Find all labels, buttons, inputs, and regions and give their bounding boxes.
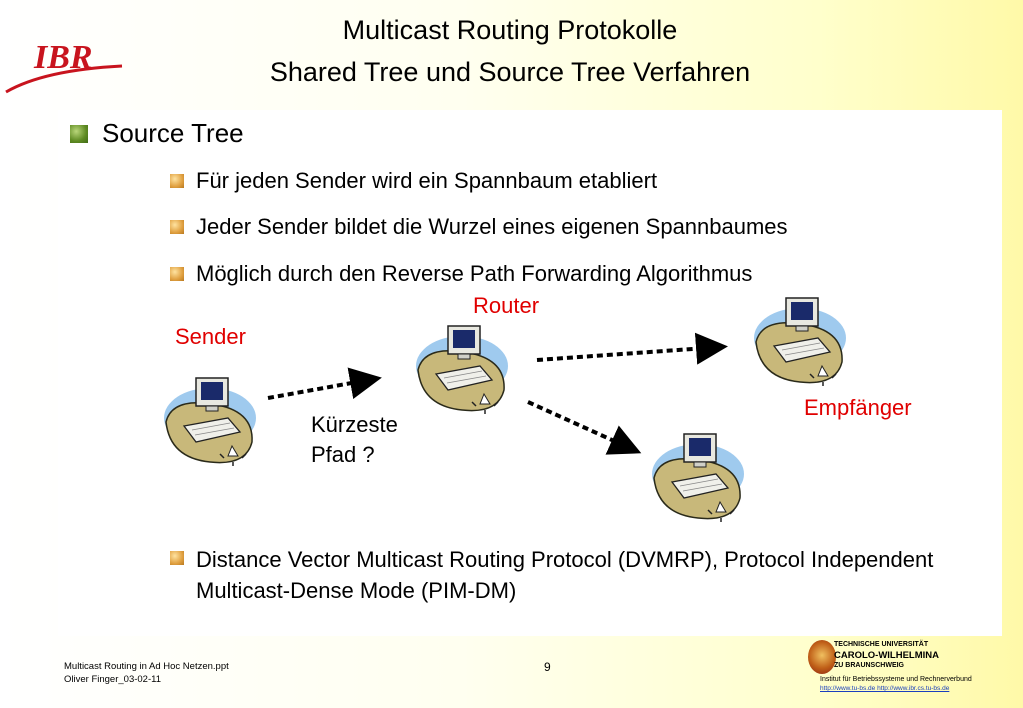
sub-bullet-text: Für jeden Sender wird ein Spannbaum etab… [196, 168, 658, 193]
logo-text: IBR [33, 39, 93, 76]
sub-bullet: Möglich durch den Reverse Path Forwardin… [170, 261, 752, 287]
main-bullet: Source Tree [70, 118, 244, 149]
institute-links[interactable]: http://www.tu-bs.de http://www.ibr.cs.tu… [820, 685, 950, 692]
router-label: Router [473, 293, 540, 318]
protocols-bullet-text: Distance Vector Multicast Routing Protoc… [196, 547, 934, 603]
path-label-line1: Kürzeste [311, 412, 398, 437]
university-line2: CAROLO-WILHELMINA [834, 650, 940, 661]
orange-bullet-icon [170, 267, 184, 281]
page-number: 9 [544, 660, 551, 674]
footer-author-date: Oliver Finger_03-02-11 [64, 674, 161, 685]
path-label-line2: Pfad ? [311, 442, 375, 467]
university-line3: ZU BRAUNSCHWEIG [834, 662, 904, 669]
green-bullet-icon [70, 124, 88, 143]
protocols-bullet: Distance Vector Multicast Routing Protoc… [170, 544, 966, 606]
slide-title-line1: Multicast Routing Protokolle [342, 15, 678, 45]
ibr-logo: IBR [5, 39, 123, 94]
university-line1: TECHNISCHE UNIVERSITÄT [834, 641, 929, 648]
footer-info: Multicast Routing in Ad Hoc Netzen.ppt O… [64, 660, 229, 686]
sub-bullet: Für jeden Sender wird ein Spannbaum etab… [170, 168, 657, 194]
orange-bullet-icon [170, 551, 184, 565]
footer-file-name: Multicast Routing in Ad Hoc Netzen.ppt [64, 661, 229, 672]
main-bullet-text: Source Tree [102, 118, 244, 148]
sub-bullet: Jeder Sender bildet die Wurzel eines eig… [170, 214, 788, 240]
slide-title-line2: Shared Tree und Source Tree Verfahren [269, 57, 751, 87]
orange-bullet-icon [170, 220, 184, 234]
sub-bullet-text: Jeder Sender bildet die Wurzel eines eig… [196, 214, 788, 239]
university-seal-icon [808, 640, 836, 674]
orange-bullet-icon [170, 174, 184, 188]
sub-bullet-text: Möglich durch den Reverse Path Forwardin… [196, 261, 753, 286]
sender-label: Sender [175, 324, 246, 349]
receiver-label: Empfänger [804, 395, 912, 420]
university-logo: TECHNISCHE UNIVERSITÄT CAROLO-WILHELMINA… [808, 640, 1008, 700]
institute-name: Institut für Betriebssysteme und Rechner… [820, 676, 972, 683]
